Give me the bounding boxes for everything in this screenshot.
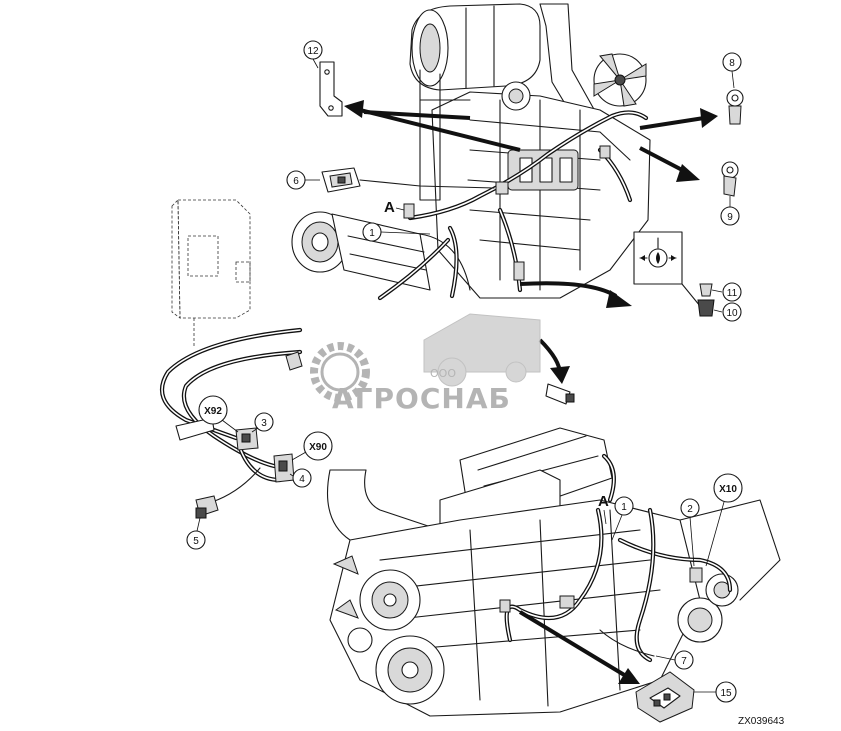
callout-1-top-label: 1 [369,228,375,239]
callout-3-label: 3 [261,418,267,429]
callout-9: 9 [720,196,740,226]
view-letter-a-top: A [384,199,405,216]
callout-7-label: 7 [681,656,687,667]
tag-x92: X92 [198,395,239,433]
watermark-prefix: ООО [430,367,456,380]
callout-12: 12 [303,40,323,69]
callout-6: 6 [286,170,320,190]
figure-id: ZX039643 [738,716,785,727]
tag-x90: X90 [291,431,333,461]
left-harness-illustration [159,327,303,519]
watermark-logo: ООО АГРОСНАБ [310,313,541,415]
ecu-module-icon [171,199,251,346]
callout-1-top: 1 [362,222,431,242]
view-letter-a-bottom-label: A [598,493,609,510]
callout-10-label: 10 [726,308,738,319]
ring-terminal-icon [726,89,744,125]
callout-2: 2 [680,498,700,567]
callout-15-label: 15 [720,688,732,699]
callout-2-label: 2 [687,504,693,515]
sensor-detail-icon [633,231,723,317]
callout-5-label: 5 [193,536,199,547]
bottom-engine-illustration [327,427,781,717]
connector-15-icon [635,671,716,723]
callout-7: 7 [655,650,694,670]
tag-x10-label: X10 [719,484,737,495]
callout-8: 8 [722,52,742,89]
callout-11-label: 11 [727,288,738,299]
middle-parts [285,338,575,405]
callout-15: 15 [715,681,737,703]
view-letter-a-bottom: A [598,493,609,525]
top-engine-illustration [291,3,651,301]
tag-x92-label: X92 [204,406,222,417]
callout-12-label: 12 [307,46,319,57]
pointer-arrows-top [344,100,718,308]
tag-x90-label: X90 [309,442,327,453]
callout-9-label: 9 [727,212,733,223]
fan-icon [593,53,647,107]
callout-10: 10 [722,302,742,322]
ring-terminal-icon [721,161,739,197]
watermark-company-name: АГРОСНАБ [332,382,511,415]
bracket-icon [319,61,343,117]
callout-5: 5 [186,517,206,550]
callout-4: 4 [289,468,312,488]
connector-6-icon [321,167,495,193]
callout-1-bottom-label: 1 [621,502,627,513]
callout-6-label: 6 [293,176,299,187]
tag-x10: X10 [705,473,743,567]
callout-4-label: 4 [299,474,305,485]
callout-11: 11 [722,282,742,302]
gear-logo-icon [310,313,541,402]
callout-3: 3 [251,412,274,433]
callout-8-label: 8 [729,58,735,69]
callout-1-bottom: 1 [611,496,634,541]
view-letter-a-top-label: A [384,199,395,216]
